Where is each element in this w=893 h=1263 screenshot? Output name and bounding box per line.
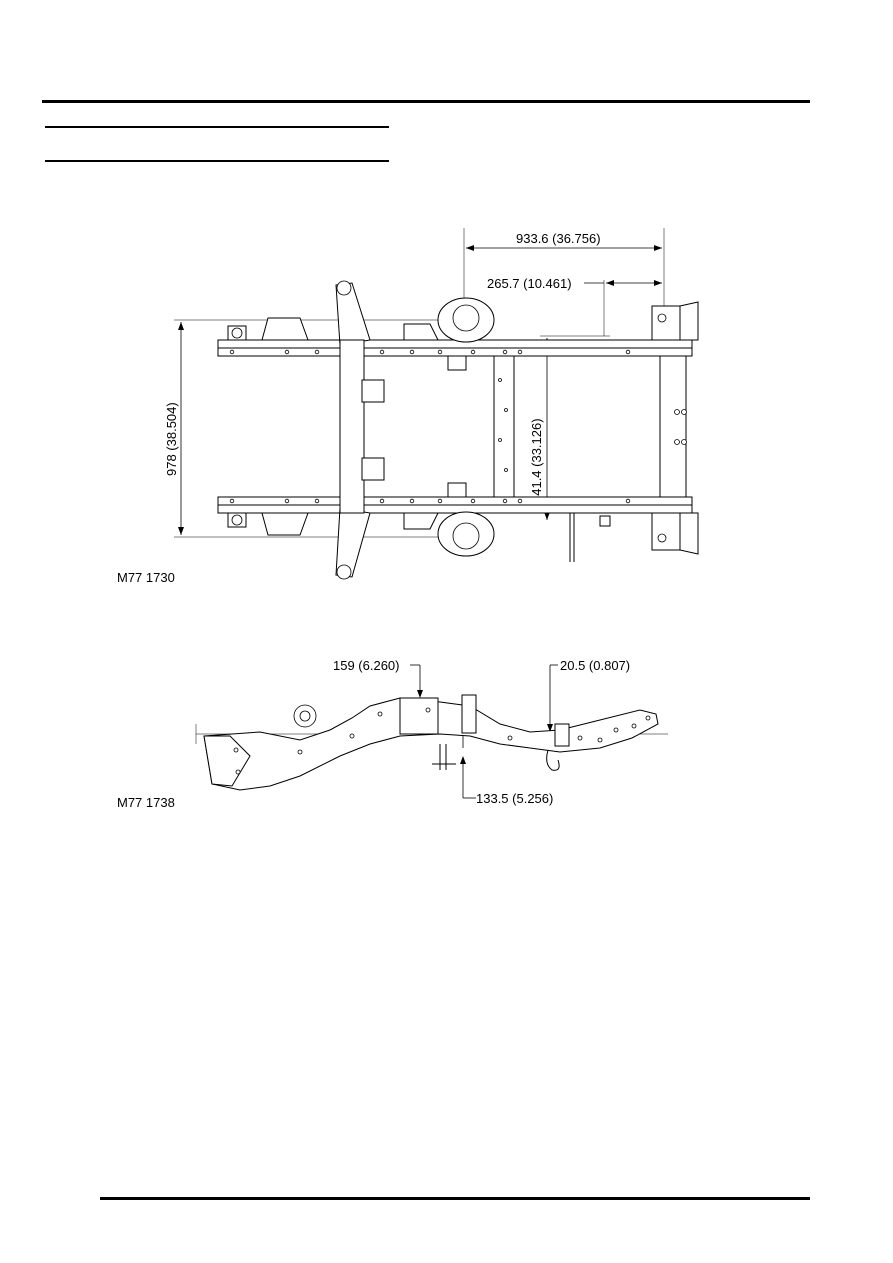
side-holes xyxy=(233,707,651,775)
dim-overall-width: 978 (38.504) xyxy=(164,402,179,476)
header-rule-thick xyxy=(42,100,810,103)
header-rule-section-top xyxy=(45,126,389,128)
dim-rail-width: 841.4 (33.126) xyxy=(529,418,544,503)
figure-id-plan: M77 1730 xyxy=(117,570,175,585)
dim-rear-height: 20.5 (0.807) xyxy=(560,658,630,673)
chassis-side-view-diagram: 159 (6.260) 20.5 (0.807) 133.5 (5.256) xyxy=(195,658,668,806)
figure-id-side: M77 1738 xyxy=(117,795,175,810)
dim-rear-offset: 265.7 (10.461) xyxy=(487,276,572,291)
header-rule-section-bottom xyxy=(45,160,389,162)
footer-rule xyxy=(100,1197,810,1200)
chassis-plan-view-diagram: 933.6 (36.756) 265.7 (10.461) 978 (38.50… xyxy=(164,228,699,580)
rail-holes xyxy=(229,349,687,504)
dim-overall-length: 933.6 (36.756) xyxy=(516,231,601,246)
dim-mount-drop: 133.5 (5.256) xyxy=(476,791,553,806)
dim-kickup-height: 159 (6.260) xyxy=(333,658,400,673)
